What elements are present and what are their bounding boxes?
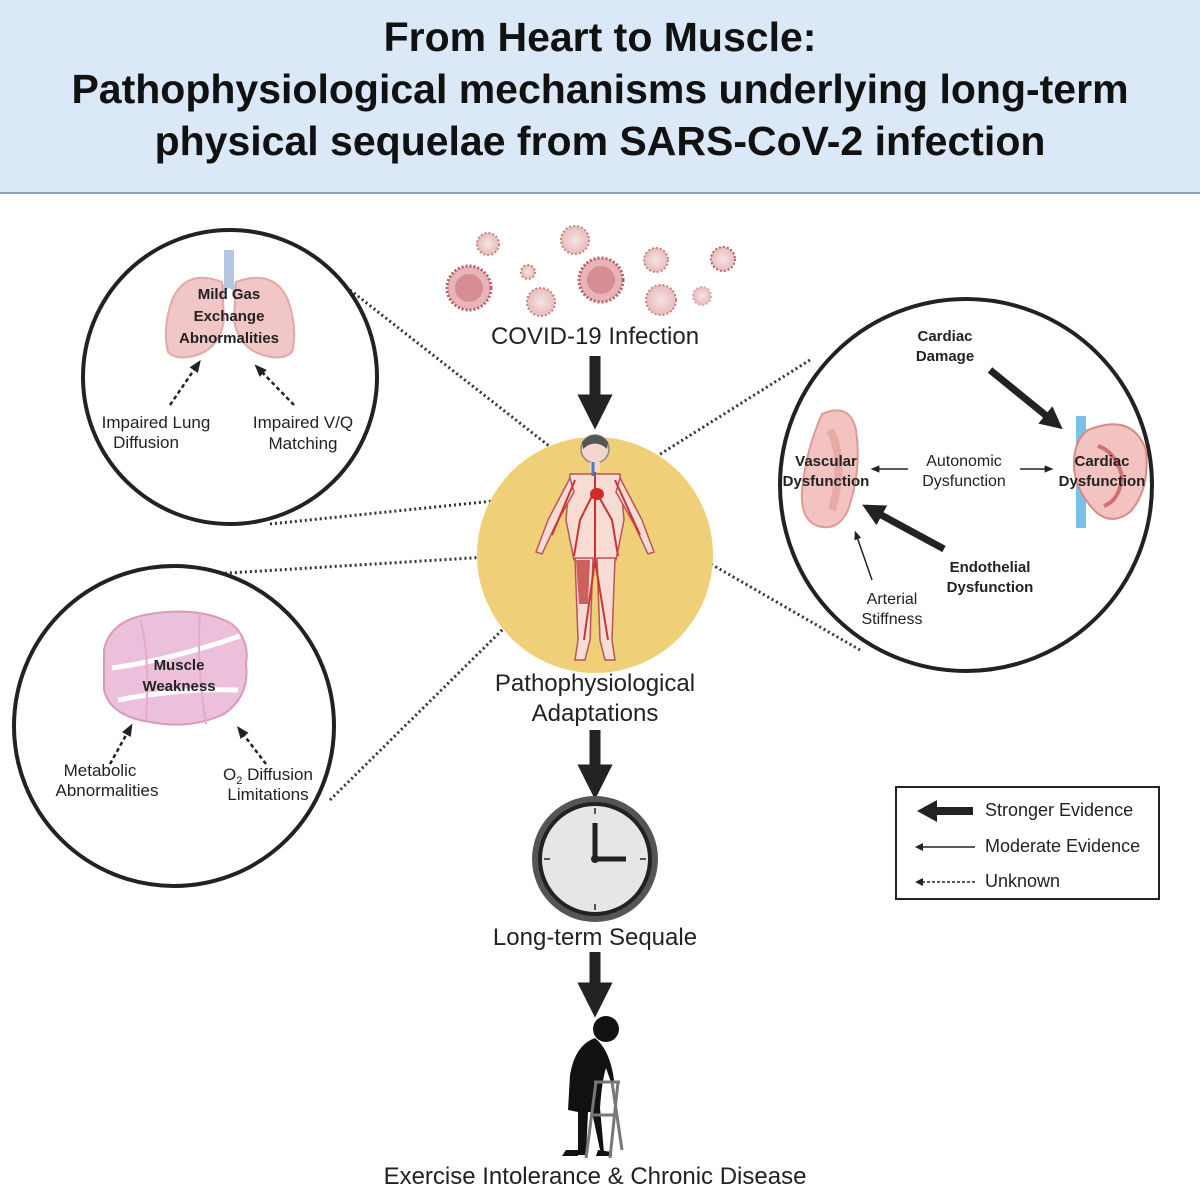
cardiac-dysfunction-label-line-1: Cardiac	[1074, 453, 1129, 470]
adaptations-label-line-1: Pathophysiological	[495, 670, 695, 697]
lung-right-label-line-2: Matching	[269, 434, 338, 453]
muscle-title-line-2: Weakness	[142, 678, 215, 695]
autonomic-label-line-2: Dysfunction	[922, 473, 1006, 490]
title-line-2: Pathophysiological mechanisms underlying…	[71, 66, 1129, 112]
outcome-label: Exercise Intolerance & Chronic Disease	[384, 1163, 807, 1190]
legend-moderate-label: Moderate Evidence	[985, 836, 1141, 856]
virus-icon	[560, 225, 590, 255]
heart-icon	[1072, 416, 1148, 528]
lungs-icon	[164, 250, 296, 359]
legend-row-stronger: Stronger Evidence	[897, 796, 1162, 826]
virus-icon	[710, 246, 736, 272]
sequale-label: Long-term Sequale	[493, 924, 697, 951]
arrow-endothelial	[862, 504, 946, 553]
muscle-left-label-line-2: Abnormalities	[56, 781, 159, 800]
virus-icon	[526, 287, 556, 317]
lung-title-line-2: Exchange	[194, 308, 265, 325]
virus-icon	[577, 256, 625, 304]
lung-title-line-3: Abnormalities	[179, 330, 279, 347]
cardiac-damage-label-line-1: Cardiac	[917, 328, 972, 345]
evidence-legend: Stronger Evidence Moderate Evidence Unkn…	[895, 786, 1160, 900]
cardiac-damage-label-line-2: Damage	[916, 348, 974, 365]
muscle-left-label-line-1: Metabolic	[64, 761, 137, 780]
muscle-title-line-1: Muscle	[154, 657, 205, 674]
legend-row-unknown: Unknown	[897, 867, 1162, 897]
covid-infection-label: COVID-19 Infection	[491, 323, 699, 350]
virus-icon	[445, 264, 493, 312]
muscle-zoom-circle	[12, 564, 336, 888]
lung-panel: Mild Gas Exchange Abnormalities Impaired…	[81, 228, 379, 526]
arrow-vq-matching	[254, 364, 295, 406]
vascular-label-line-1: Vascular	[795, 453, 857, 470]
arrow-o2-diffusion	[236, 726, 267, 765]
arrow-cardiac-damage	[987, 367, 1063, 430]
adaptations-label-line-2: Adaptations	[532, 700, 659, 727]
muscle-right-label-line-2: Limitations	[227, 785, 308, 804]
vascular-label-line-2: Dysfunction	[783, 473, 870, 490]
legend-stronger-label: Stronger Evidence	[985, 800, 1134, 820]
arrow-arterial-stiffness	[854, 530, 873, 581]
lung-right-label-line-1: Impaired V/Q	[253, 413, 353, 432]
elderly-walker-icon	[562, 1016, 624, 1159]
arterial-label-line-1: Arterial	[867, 591, 918, 608]
virus-icon	[643, 247, 669, 273]
lung-zoom-circle	[81, 228, 379, 526]
virus-icon	[645, 284, 677, 316]
lung-left-label-line-1: Impaired Lung	[102, 413, 211, 432]
endothelial-label-line-1: Endothelial	[950, 559, 1031, 576]
muscle-tissue-icon	[103, 610, 248, 726]
legend-row-moderate: Moderate Evidence	[897, 832, 1162, 862]
virus-icon	[520, 264, 536, 280]
blood-vessel-icon	[800, 409, 859, 529]
human-body-icon	[535, 434, 655, 661]
legend-unknown-label: Unknown	[985, 871, 1061, 891]
clock-icon	[532, 796, 658, 922]
lung-title-line-1: Mild Gas	[198, 286, 261, 303]
title-banner: From Heart to Muscle: Pathophysiological…	[0, 0, 1200, 194]
title-line-3: physical sequelae from SARS-CoV-2 infect…	[154, 118, 1046, 164]
cardiac-dysfunction-label-line-2: Dysfunction	[1059, 473, 1146, 490]
virus-particles	[445, 225, 736, 317]
connector-lung-top	[349, 288, 591, 480]
moderate-arrow-icon	[915, 843, 975, 851]
virus-icon	[692, 286, 712, 306]
endothelial-label-line-2: Dysfunction	[947, 579, 1034, 596]
cardiovascular-panel: Cardiac Damage Vascular Dysfunction Auto…	[778, 297, 1154, 673]
muscle-right-label-line-1: O2 Diffusion	[223, 765, 313, 787]
unknown-arrow-icon	[915, 878, 975, 886]
cardiovascular-zoom-circle	[778, 297, 1154, 673]
virus-icon	[476, 232, 500, 256]
title-line-1: From Heart to Muscle:	[383, 14, 817, 60]
stronger-arrow-icon	[917, 800, 973, 822]
autonomic-label-line-1: Autonomic	[926, 453, 1002, 470]
arterial-label-line-2: Stiffness	[861, 611, 922, 628]
arrow-lung-diffusion	[168, 359, 201, 406]
lung-left-label-line-2: Diffusion	[113, 433, 179, 452]
muscle-panel: Muscle Weakness Metabolic Abnormalities …	[12, 564, 336, 888]
